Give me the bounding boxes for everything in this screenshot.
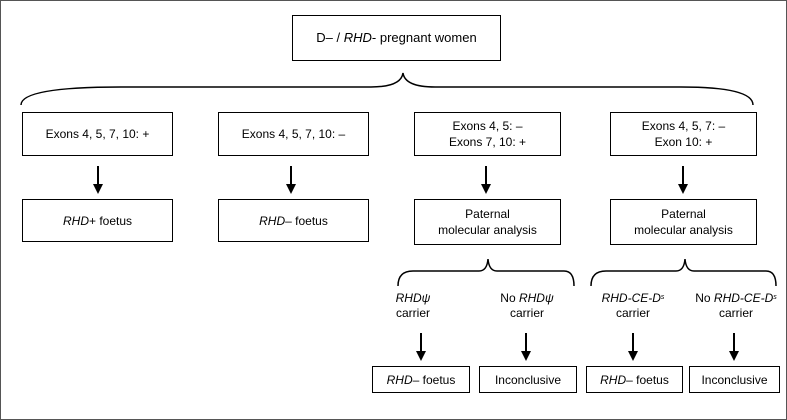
result-text: – foetus [285,213,328,228]
analysis-line-1: Paternal [465,207,510,221]
analysis-line-1: Paternal [661,207,706,221]
condition-line-2: Exon 10: + [654,135,713,149]
condition-line-1: Exons 4, 5, 7: – [641,119,726,133]
title-prefix: D– / [316,30,344,45]
title-gene: RHD [343,30,372,45]
branch-prefix: No [695,291,714,305]
sub-brace-col3 [397,258,575,287]
condition-line: Exons 4, 5, 7, 10: – [241,127,346,141]
top-brace [20,72,754,106]
branch-carrier: carrier [615,306,650,320]
condition-line-1: Exons 4, 5: – [452,119,523,133]
branch-carrier: carrier [509,306,544,320]
result-box-col2: RHD– foetus [218,199,369,242]
outcome-box-col3-2: Inconclusive [479,366,577,393]
outcome-box-col3-1: RHD– foetus [372,366,470,393]
paternal-analysis-box-col4: Paternal molecular analysis [610,199,757,245]
outcome-gene: RHD [600,372,627,387]
result-text: + foetus [88,213,133,228]
condition-line: Exons 4, 5, 7, 10: + [45,127,150,141]
analysis-line-2: molecular analysis [438,223,537,237]
outcome-gene: RHD [386,372,413,387]
outcome-box-col4-2: Inconclusive [689,366,780,393]
branch-prefix: No [500,291,519,305]
branch-gene-superscript: s [773,294,777,301]
condition-box-col4: Exons 4, 5, 7: – Exon 10: + [610,112,757,156]
branch-gene: RHD-CE-D [713,291,774,305]
result-gene: RHD [259,213,286,228]
branch-gene: RHDψ [395,291,431,305]
outcome-text: – foetus [626,372,669,387]
branch-label-col3-2: No RHDψ carrier [479,291,575,321]
branch-carrier: carrier [395,306,430,320]
condition-line-2: Exons 7, 10: + [448,135,527,149]
sub-brace-col4 [590,258,777,287]
outcome-text: – foetus [412,372,456,387]
branch-label-col4-1: RHD-CE-Ds carrier [587,291,679,321]
analysis-line-2: molecular analysis [634,223,733,237]
outcome-box-col4-1: RHD– foetus [586,366,683,393]
outcome-text: Inconclusive [701,372,768,387]
branch-gene-superscript: s [660,294,665,301]
result-gene: RHD [62,213,89,228]
branch-carrier: carrier [718,306,753,320]
branch-gene: RHDψ [518,291,554,305]
branch-gene: RHD-CE-D [601,291,661,305]
outcome-text: Inconclusive [494,372,562,387]
condition-box-col3: Exons 4, 5: – Exons 7, 10: + [414,112,561,156]
condition-box-col1: Exons 4, 5, 7, 10: + [22,112,173,156]
title-box: D– / RHD- pregnant women [292,15,501,61]
condition-box-col2: Exons 4, 5, 7, 10: – [218,112,369,156]
result-box-col1: RHD+ foetus [22,199,173,242]
branch-label-col3-1: RHDψ carrier [373,291,453,321]
branch-label-col4-2: No RHD-CE-Ds carrier [687,291,785,321]
title-suffix: - pregnant women [371,30,477,45]
paternal-analysis-box-col3: Paternal molecular analysis [414,199,561,245]
